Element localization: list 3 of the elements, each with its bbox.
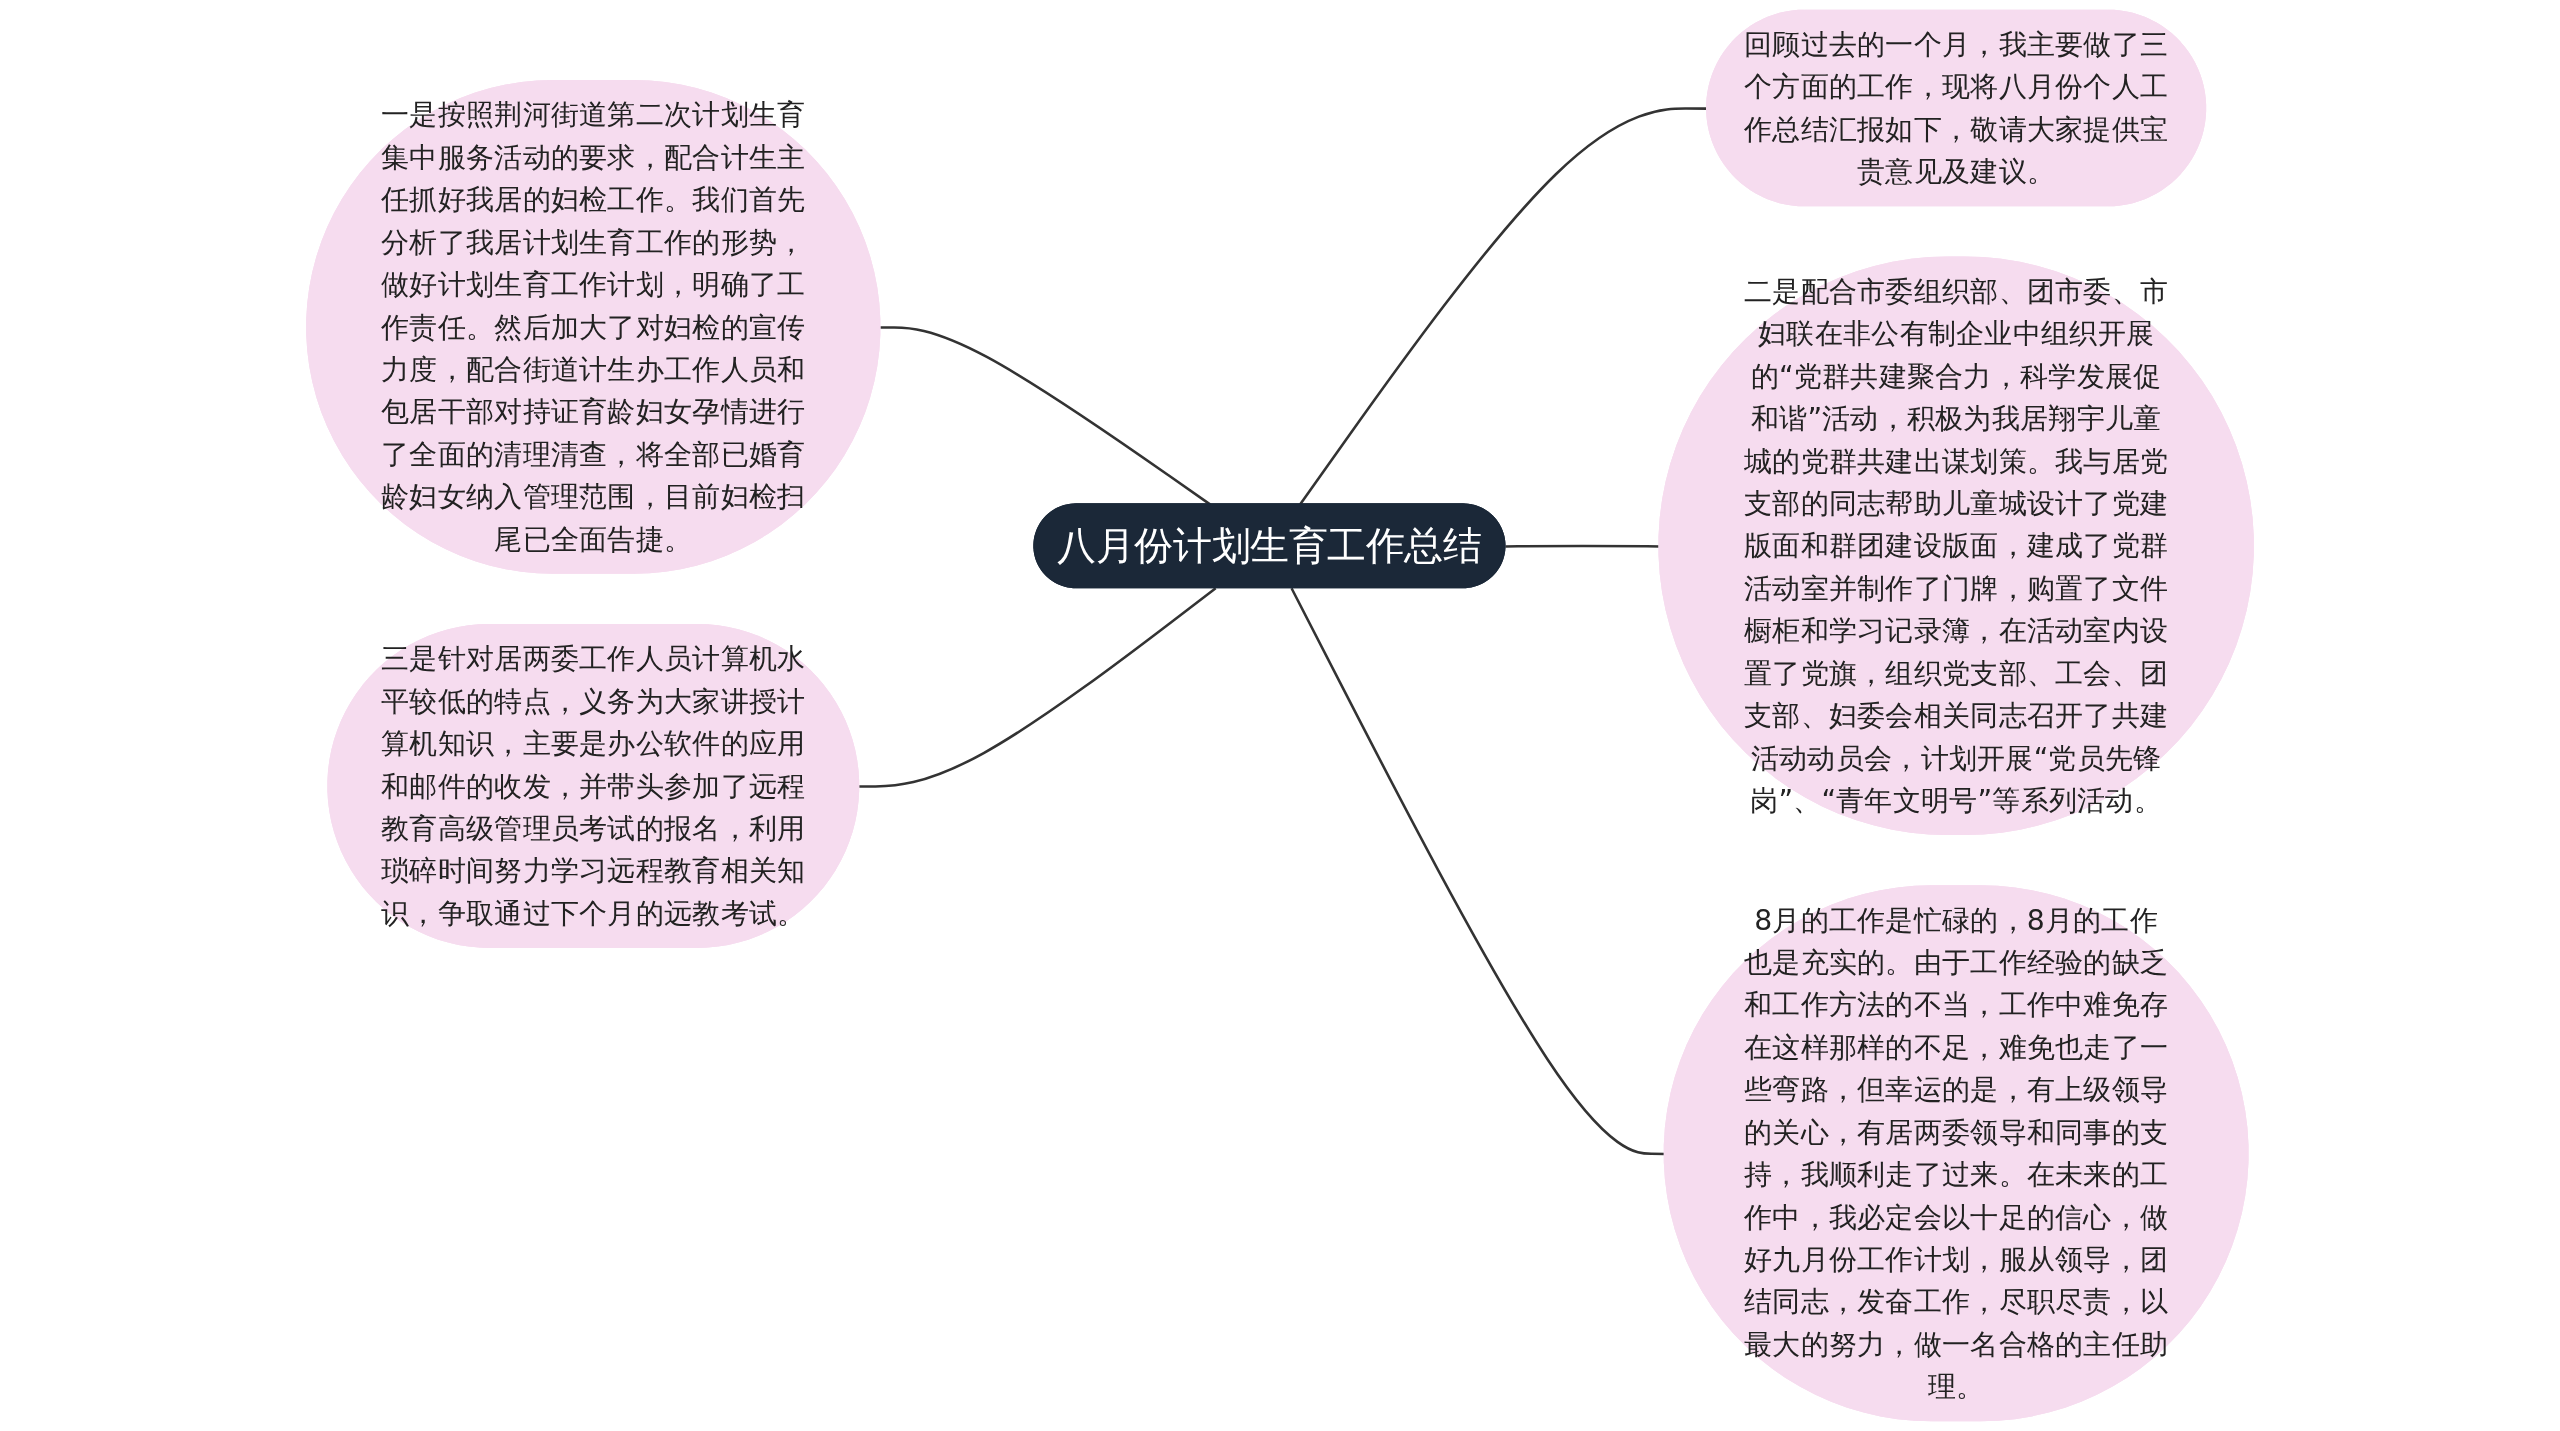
connector bbox=[1505, 544, 1660, 548]
connector bbox=[880, 326, 1212, 506]
connector bbox=[859, 587, 1217, 788]
